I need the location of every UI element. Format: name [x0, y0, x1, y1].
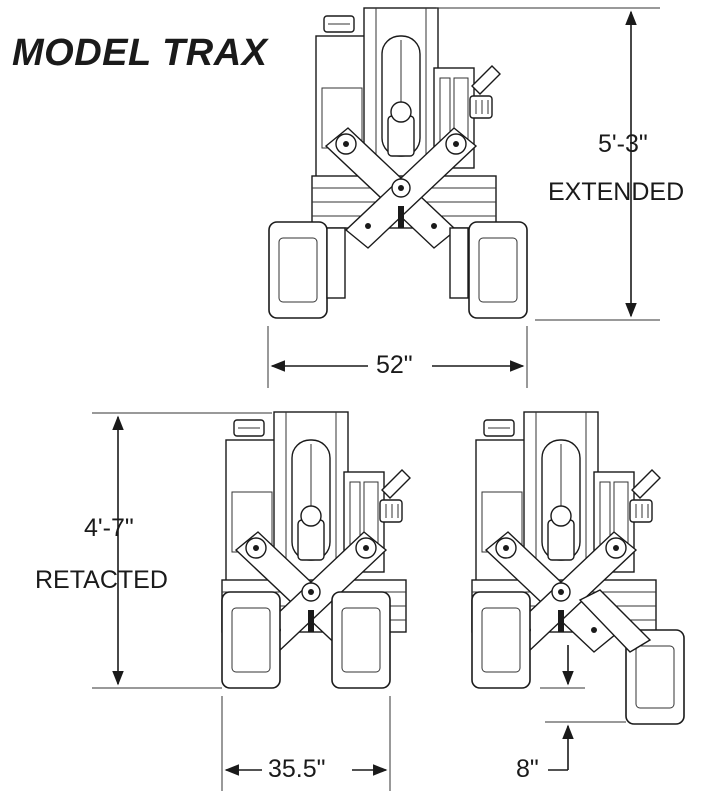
retracted-width-label: 35.5"	[268, 757, 326, 782]
extended-machine	[269, 8, 527, 318]
offset-machine	[472, 412, 684, 724]
extended-width-label: 52"	[376, 353, 413, 378]
retracted-machine	[222, 412, 410, 688]
offset-label: 8"	[516, 757, 539, 782]
offset-dimension	[540, 645, 626, 770]
retracted-height-label: 4'-7"	[84, 516, 134, 541]
extended-caption: EXTENDED	[548, 180, 684, 205]
retracted-caption: RETACTED	[35, 568, 168, 593]
extended-height-label: 5'-3"	[598, 132, 648, 157]
